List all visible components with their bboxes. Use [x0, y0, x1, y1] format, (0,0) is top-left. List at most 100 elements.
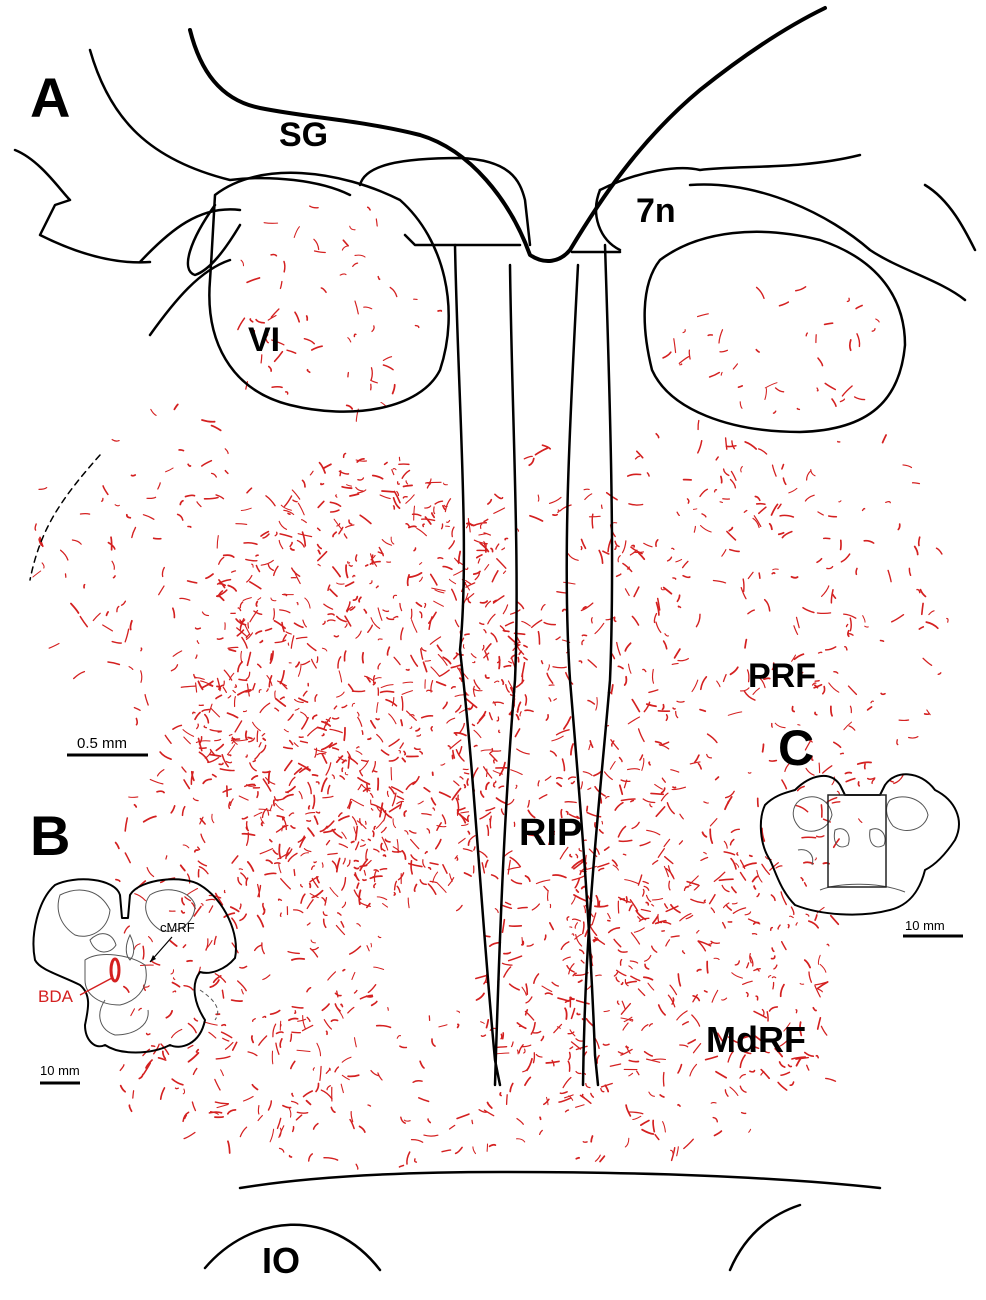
labeled-fiber	[274, 707, 280, 712]
labeled-fiber	[231, 1041, 238, 1051]
labeled-fiber	[301, 479, 306, 488]
labeled-fiber	[713, 489, 718, 493]
labeled-fiber	[624, 879, 639, 885]
labeled-fiber	[429, 636, 442, 645]
labeled-fiber	[751, 932, 758, 935]
labeled-fiber	[779, 514, 795, 518]
labeled-fiber	[381, 490, 396, 493]
labeled-fiber	[173, 403, 179, 411]
dorsal-contour	[188, 6, 827, 263]
labeled-fiber	[624, 588, 630, 596]
rip-right-outer	[581, 243, 614, 1087]
labeled-fiber	[456, 1023, 460, 1029]
labeled-fiber	[744, 638, 748, 649]
labeled-fiber	[320, 742, 333, 751]
labeled-fiber	[311, 773, 319, 777]
labeled-fiber	[332, 566, 341, 578]
labeled-fiber	[580, 602, 594, 612]
labeled-fiber	[187, 1044, 194, 1049]
labeled-fiber	[456, 809, 459, 816]
labeled-fiber	[573, 894, 587, 902]
labeled-fiber	[259, 639, 264, 644]
labeled-fiber	[555, 729, 570, 736]
labeled-fiber	[186, 873, 191, 884]
labeled-fiber	[424, 850, 428, 855]
labeled-fiber	[494, 908, 499, 914]
labeled-fiber	[222, 1037, 230, 1042]
labeled-fiber	[739, 1073, 746, 1079]
labeled-fiber	[752, 921, 760, 925]
labeled-fiber	[729, 838, 735, 846]
labeled-fiber	[634, 455, 641, 460]
labeled-fiber	[459, 722, 465, 734]
labeled-fiber	[774, 387, 785, 393]
labeled-fiber	[532, 1030, 542, 1034]
labeled-fiber	[270, 253, 278, 257]
labeled-fiber	[704, 1055, 719, 1061]
labeled-fiber	[908, 567, 912, 577]
labeled-fiber	[264, 872, 277, 876]
labeled-fiber	[691, 679, 699, 693]
labeled-fiber	[429, 573, 438, 586]
labeled-fiber	[779, 1039, 789, 1047]
labeled-fiber	[442, 565, 453, 571]
labeled-fiber	[194, 677, 205, 680]
labeled-fiber	[448, 1124, 456, 1130]
labeled-fiber	[518, 1044, 524, 1054]
labeled-fiber	[740, 586, 747, 600]
labeled-fiber	[686, 498, 690, 504]
labeled-fiber	[279, 912, 282, 917]
labeled-fiber	[627, 473, 642, 477]
labeled-fiber	[335, 494, 338, 498]
labeled-fiber	[677, 1103, 681, 1107]
labeled-fiber	[817, 651, 823, 654]
labeled-fiber	[772, 410, 777, 414]
labeled-fiber	[226, 1109, 237, 1115]
labeled-fiber	[644, 954, 652, 962]
labeled-fiber	[244, 783, 256, 788]
right-ventral-contour	[728, 1203, 802, 1272]
labeled-fiber	[676, 700, 685, 703]
labeled-fiber	[263, 334, 269, 341]
labeled-fiber	[564, 1109, 570, 1113]
labeled-fiber	[724, 1089, 729, 1097]
labeled-fiber	[358, 770, 364, 777]
labeled-fiber	[381, 538, 393, 546]
labeled-fiber	[663, 855, 674, 865]
labeled-fiber	[492, 783, 496, 788]
labeled-fiber	[214, 973, 227, 983]
labeled-fiber	[571, 858, 585, 869]
labeled-fiber	[580, 545, 583, 551]
labeled-fiber	[149, 778, 164, 785]
labeled-fiber	[375, 218, 378, 227]
labeled-fiber	[741, 1035, 753, 1040]
labeled-fiber	[182, 944, 187, 949]
labeled-fiber	[119, 1064, 125, 1072]
labeled-fiber	[617, 555, 621, 563]
labeled-fiber	[306, 368, 311, 374]
labeled-fiber	[200, 680, 214, 687]
labeled-fiber	[313, 815, 319, 825]
labeled-fiber	[224, 448, 229, 455]
labeled-fiber	[471, 723, 476, 727]
labeled-fiber	[361, 783, 371, 792]
labeled-fiber	[666, 802, 675, 815]
labeled-fiber	[440, 763, 446, 766]
labeled-fiber	[396, 795, 405, 800]
labeled-fiber	[291, 957, 306, 961]
labeled-fiber	[338, 470, 350, 475]
labeled-fiber	[560, 941, 570, 951]
labeled-fiber	[92, 612, 101, 622]
labeled-fiber	[231, 736, 238, 745]
labeled-fiber	[448, 578, 457, 585]
labeled-fiber	[184, 1114, 188, 1120]
labeled-fiber	[436, 644, 443, 652]
labeled-fiber	[354, 300, 359, 315]
labeled-fiber	[864, 625, 869, 628]
labeled-fiber	[571, 933, 575, 937]
labeled-fiber	[278, 863, 282, 874]
labeled-fiber	[590, 617, 593, 624]
labeled-fiber	[323, 1019, 333, 1030]
labeled-fiber	[676, 511, 680, 516]
labeled-fiber	[316, 1042, 322, 1057]
